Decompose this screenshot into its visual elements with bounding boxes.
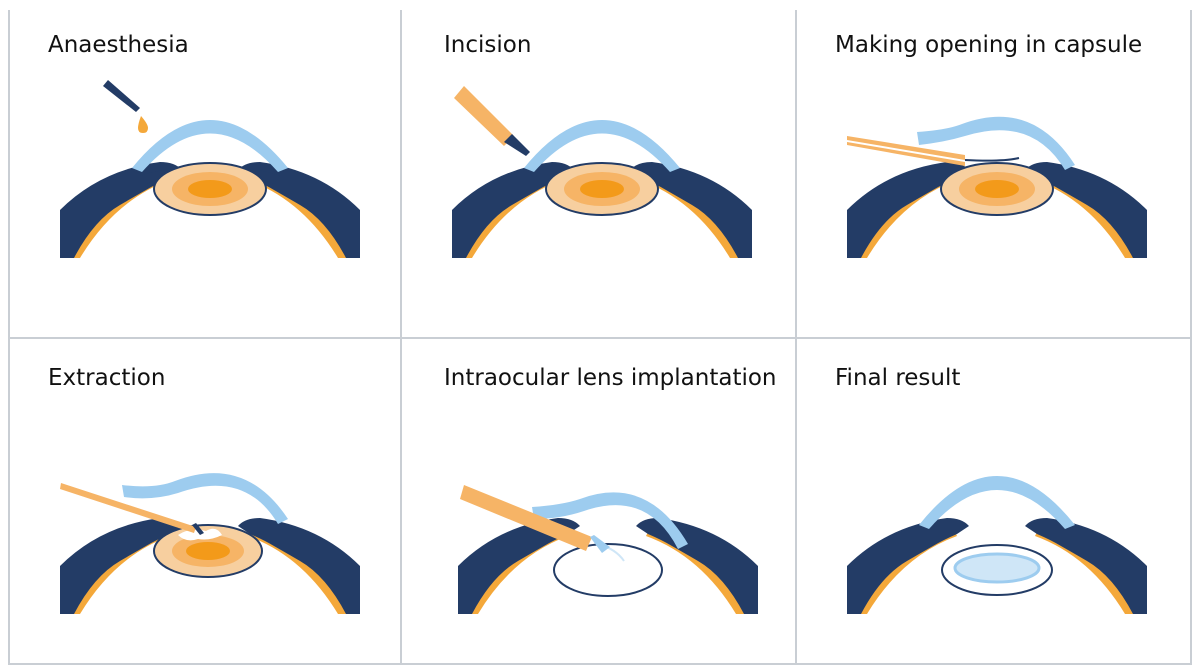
eye-cross-section	[452, 120, 752, 258]
capsule-diagram	[847, 116, 1147, 258]
cornea-flap	[917, 116, 1075, 170]
retina	[68, 526, 170, 614]
intraocular-lens	[953, 552, 1041, 584]
retina	[640, 170, 742, 258]
dropper-tip	[103, 80, 140, 112]
sclera-right	[636, 518, 758, 614]
empty-capsule	[553, 543, 663, 597]
retina	[466, 526, 568, 614]
retina	[460, 170, 562, 258]
retina	[1035, 526, 1137, 614]
anaesthetic-drop	[138, 116, 148, 133]
iol-injector	[460, 485, 610, 553]
retina	[248, 170, 350, 258]
eye-cross-section	[847, 116, 1147, 258]
panel-capsule: Making opening in capsule	[797, 0, 1190, 337]
panel-implantation: Intraocular lens implantation	[402, 339, 795, 663]
sclera-left	[60, 518, 182, 614]
cornea	[132, 120, 288, 172]
sclera-right	[238, 518, 360, 614]
extraction-diagram	[60, 473, 360, 614]
lens-nucleus	[580, 180, 624, 198]
sclera-right	[630, 162, 752, 258]
panel-extraction: Extraction	[10, 339, 400, 663]
grid-divider	[8, 663, 1192, 665]
eye-cross-section	[60, 473, 360, 614]
panel-title: Making opening in capsule	[835, 32, 1143, 58]
retina	[646, 526, 748, 614]
eye-cross-section	[458, 492, 758, 614]
scalpel	[454, 86, 530, 156]
scalpel-blade	[504, 134, 530, 156]
sclera-left	[60, 162, 182, 258]
sclera-right	[1025, 518, 1147, 614]
phaco-probe	[60, 483, 204, 535]
lens-nucleus	[975, 180, 1019, 198]
lens-nucleus	[186, 542, 230, 560]
panel-anaesthesia: Anaesthesia	[10, 0, 400, 337]
cornea	[524, 120, 680, 172]
dropper	[103, 80, 148, 133]
forceps-arm	[847, 142, 965, 166]
sclera-right	[238, 162, 360, 258]
incision-diagram	[452, 86, 752, 258]
panel-title: Intraocular lens implantation	[444, 365, 777, 391]
injector-body	[460, 485, 592, 551]
sclera-left	[452, 162, 574, 258]
cornea	[919, 476, 1075, 529]
probe-shaft	[60, 483, 196, 533]
panel-title: Extraction	[48, 365, 166, 391]
panel-final: Final result	[797, 339, 1190, 663]
retina	[248, 526, 350, 614]
panel-title: Final result	[835, 365, 961, 391]
anaesthesia-diagram	[60, 80, 360, 258]
probe-tip	[192, 523, 204, 535]
panel-title: Anaesthesia	[48, 32, 189, 58]
sclera-right	[1025, 162, 1147, 258]
eye-cross-section	[60, 120, 360, 258]
retina	[855, 170, 957, 258]
sclera-left	[847, 518, 969, 614]
eye-cross-section	[847, 476, 1147, 614]
scalpel-handle	[454, 86, 514, 146]
capsule-needle	[964, 157, 1020, 162]
sclera-left	[458, 518, 580, 614]
retina	[1035, 170, 1137, 258]
cornea-flap	[122, 473, 288, 524]
injector-tip	[590, 535, 610, 553]
cornea-flap	[532, 492, 688, 549]
retina	[855, 526, 957, 614]
forceps	[847, 136, 1020, 166]
retina	[68, 170, 170, 258]
implantation-diagram	[458, 485, 758, 614]
lens-nucleus	[188, 180, 232, 198]
grid-divider	[8, 337, 1192, 339]
forceps-arm	[847, 136, 965, 160]
panel-title: Incision	[444, 32, 532, 58]
panel-incision: Incision	[402, 0, 795, 337]
sclera-left	[847, 162, 969, 258]
final-diagram	[847, 476, 1147, 614]
